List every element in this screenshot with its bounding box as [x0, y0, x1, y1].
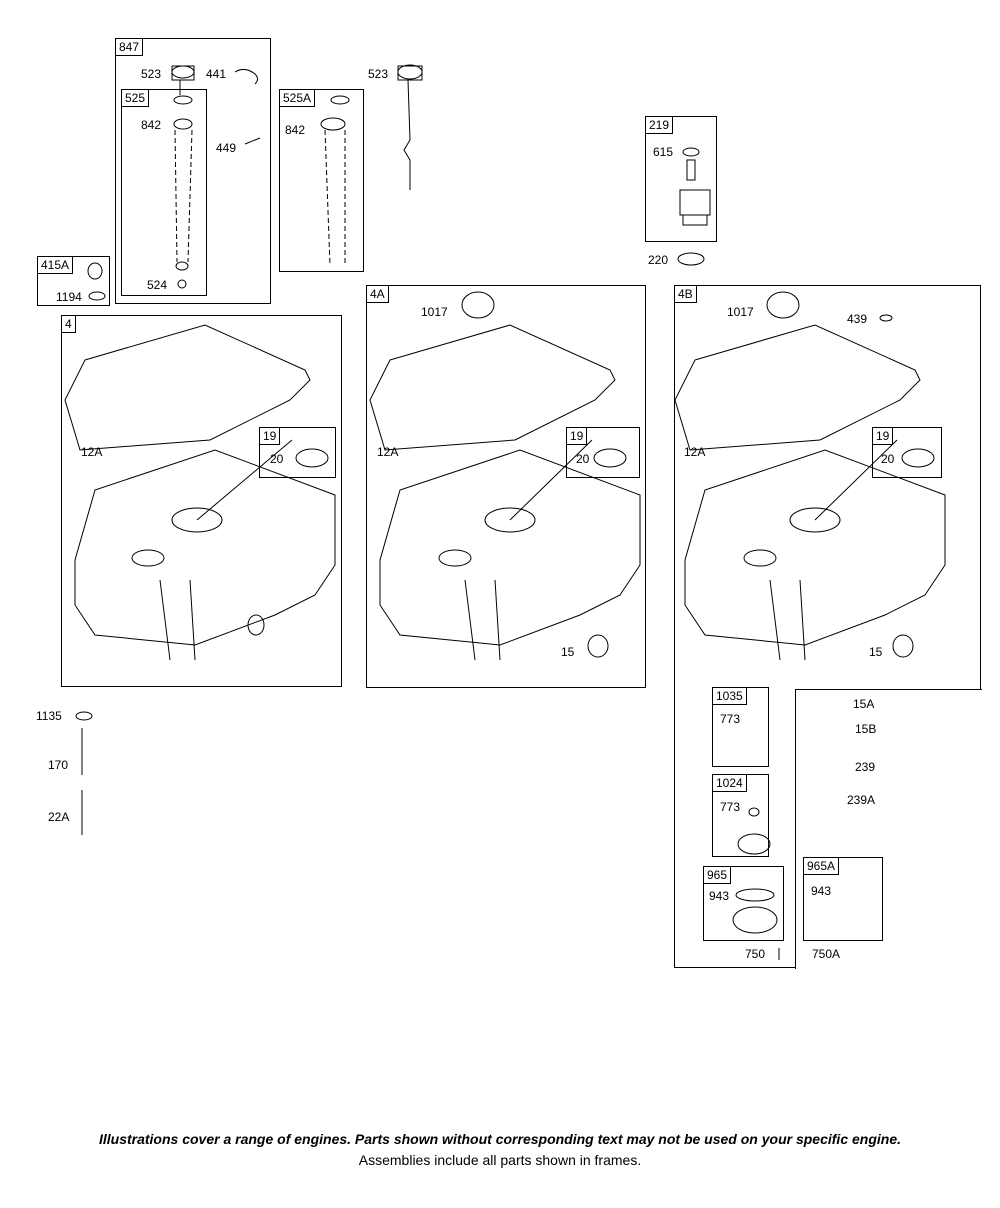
frame-label-965: 965	[703, 866, 732, 884]
frame-415a	[37, 256, 110, 306]
part-20-a: 20	[270, 452, 284, 466]
frame-label-525a: 525A	[279, 89, 316, 107]
crankcase-4-art	[64, 324, 336, 661]
part-943-b: 943	[811, 884, 832, 898]
frame-label-965a: 965A	[803, 857, 840, 875]
part-439: 439	[847, 312, 868, 326]
part-22a: 22A	[48, 810, 70, 824]
frame-label-4: 4	[61, 315, 76, 333]
crankcase-4b-art	[674, 291, 946, 661]
frame-label-1024: 1024	[712, 774, 747, 792]
frame-label-19-c: 19	[872, 427, 894, 445]
part-220: 220	[648, 253, 669, 267]
part-1135: 1135	[36, 709, 62, 723]
part-523-b: 523	[368, 67, 389, 81]
part-15a: 15A	[853, 697, 875, 711]
governor-parts-art	[75, 711, 93, 835]
part-449: 449	[216, 141, 237, 155]
disclaimer-note: Illustrations cover a range of engines. …	[98, 1131, 902, 1147]
frame-525	[121, 89, 207, 296]
part-842-a: 842	[141, 118, 162, 132]
part-773-b: 773	[720, 800, 741, 814]
part-773-a: 773	[720, 712, 741, 726]
part-441: 441	[206, 67, 227, 81]
dipstick-art	[397, 64, 423, 190]
part-20-b: 20	[576, 452, 590, 466]
frame-label-415a: 415A	[37, 256, 74, 274]
frame-965	[703, 866, 784, 941]
frame-4	[61, 315, 342, 687]
frame-525a	[279, 89, 364, 272]
frame-4a	[366, 285, 646, 688]
frame-219	[645, 116, 717, 242]
part-1017-a: 1017	[421, 305, 448, 319]
part-239: 239	[855, 760, 876, 774]
part-1017-b: 1017	[727, 305, 754, 319]
frame-label-19-b: 19	[566, 427, 588, 445]
frame-label-4a: 4A	[366, 285, 389, 303]
part-20-c: 20	[881, 452, 895, 466]
frame-label-219: 219	[645, 116, 674, 134]
frame-965a	[803, 857, 883, 941]
crankcase-4a-art	[369, 291, 641, 661]
part-15b: 15B	[855, 722, 877, 736]
part-12a-a: 12A	[81, 445, 103, 459]
frame-label-525: 525	[121, 89, 150, 107]
part-15-b: 15	[869, 645, 883, 659]
frame-label-4b: 4B	[674, 285, 697, 303]
part-170: 170	[48, 758, 69, 772]
part-750a: 750A	[812, 947, 841, 961]
dipstick-tube-art	[171, 65, 261, 289]
part-12a-c: 12A	[684, 445, 706, 459]
frame-label-1035: 1035	[712, 687, 747, 705]
frame-19-a	[259, 427, 336, 478]
part-524: 524	[147, 278, 168, 292]
frame-19-b	[566, 427, 640, 478]
part-750: 750	[745, 947, 766, 961]
breather-assembly-art	[87, 147, 711, 301]
part-842-b: 842	[285, 123, 306, 137]
part-12a-b: 12A	[377, 445, 399, 459]
part-15-a: 15	[561, 645, 575, 659]
frame-19-c	[872, 427, 942, 478]
frame-847	[115, 38, 271, 304]
part-239a: 239A	[847, 793, 876, 807]
frame-label-847: 847	[115, 38, 144, 56]
part-943-a: 943	[709, 889, 730, 903]
assemblies-note: Assemblies include all parts shown in fr…	[358, 1152, 642, 1168]
part-523-a: 523	[141, 67, 162, 81]
part-1194: 1194	[56, 290, 82, 304]
dipstick-tube-525a-art	[320, 95, 350, 266]
frame-label-19-a: 19	[259, 427, 281, 445]
frame-4b-cutout	[795, 689, 982, 969]
part-615: 615	[653, 145, 674, 159]
